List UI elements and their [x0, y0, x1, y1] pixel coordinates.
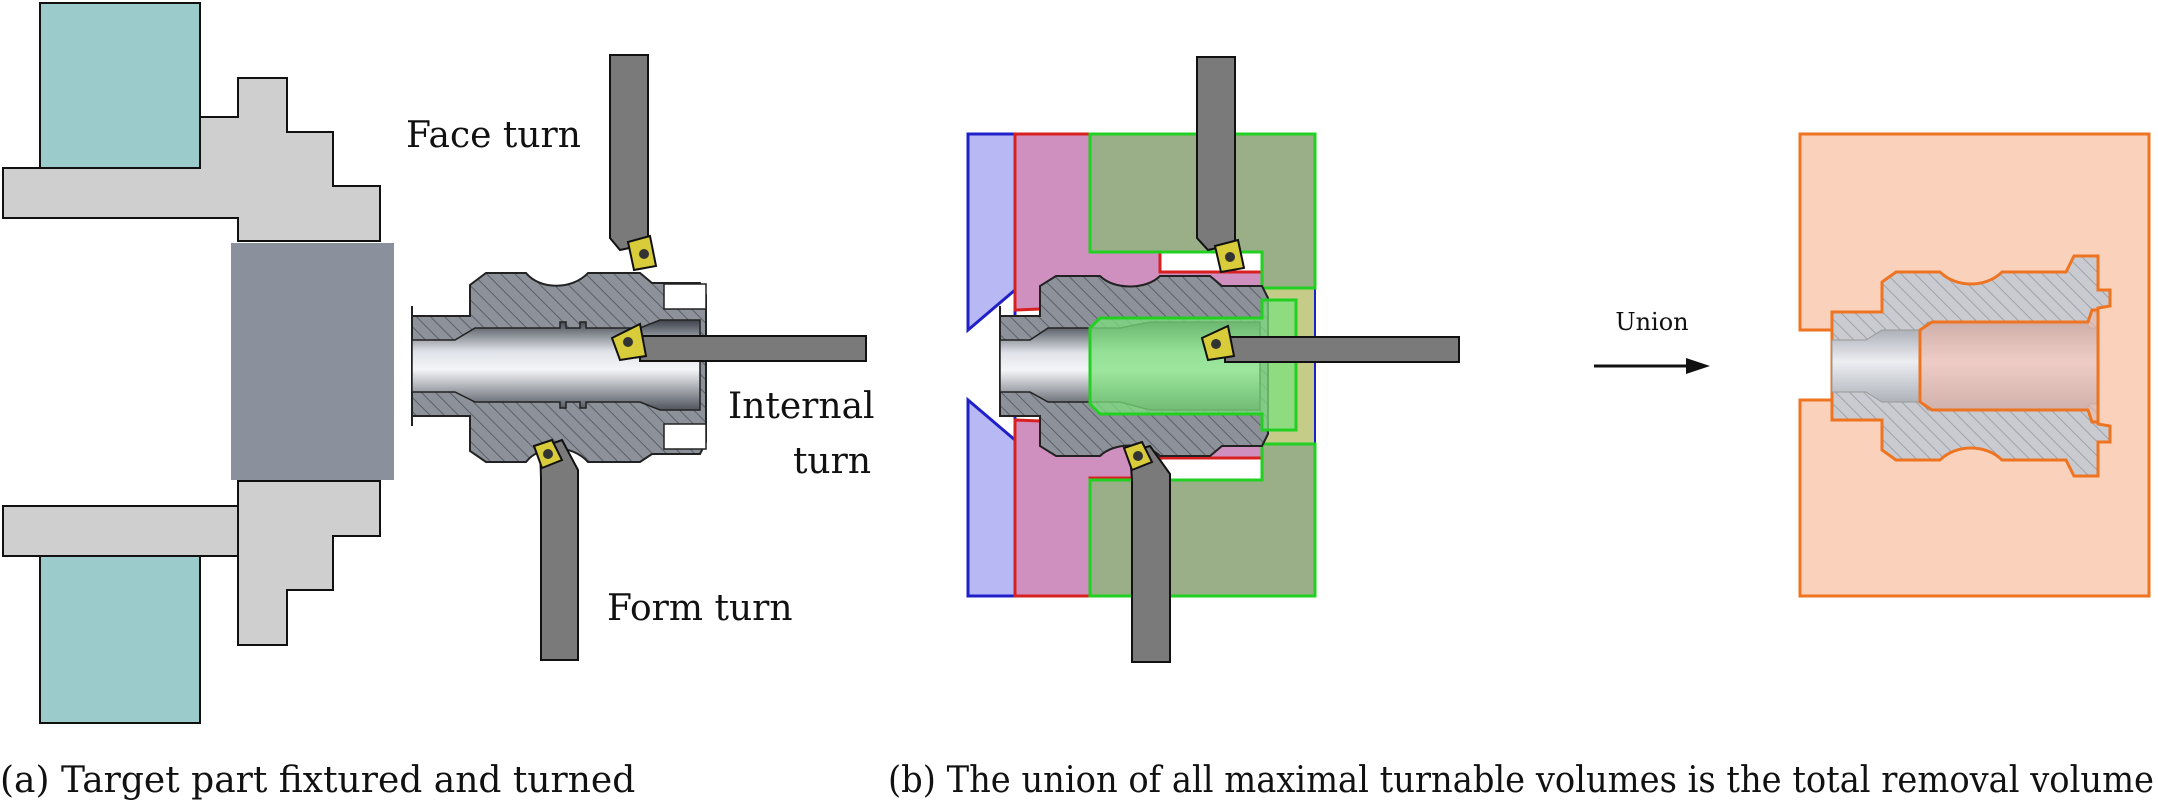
fixture-block — [231, 243, 394, 480]
panel-b-volumes — [966, 56, 1460, 663]
union-internal-volume — [1918, 308, 2100, 424]
face-turn-tool — [609, 54, 658, 272]
panel-a: Face turn Internal turn Form turn — [2, 2, 875, 724]
form-turn-tool — [532, 438, 579, 661]
union-volume — [1798, 132, 2151, 598]
caption-b: (b) The union of all maximal turnable vo… — [888, 760, 2154, 801]
face-turn-tool-b — [1196, 56, 1246, 274]
internal-turn-tool — [610, 322, 867, 362]
lower-chuck-jaw — [2, 480, 381, 724]
union-arrow: Union — [1594, 308, 1710, 374]
internal-turn-tool-b — [1200, 324, 1460, 363]
label-face-turn: Face turn — [406, 115, 581, 156]
green-internal-volume — [1088, 298, 1298, 432]
union-part — [1830, 254, 2112, 478]
label-form-turn: Form turn — [607, 588, 793, 629]
upper-chuck-jaw — [2, 2, 381, 242]
form-turn-tool-b — [1122, 440, 1171, 663]
label-internal-turn-line1: Internal — [728, 386, 875, 427]
part-b — [999, 275, 1298, 457]
caption-a: (a) Target part fixtured and turned — [0, 760, 635, 801]
label-internal-turn-line2: turn — [793, 441, 871, 482]
turned-part — [411, 272, 707, 463]
union-label: Union — [1615, 308, 1688, 336]
